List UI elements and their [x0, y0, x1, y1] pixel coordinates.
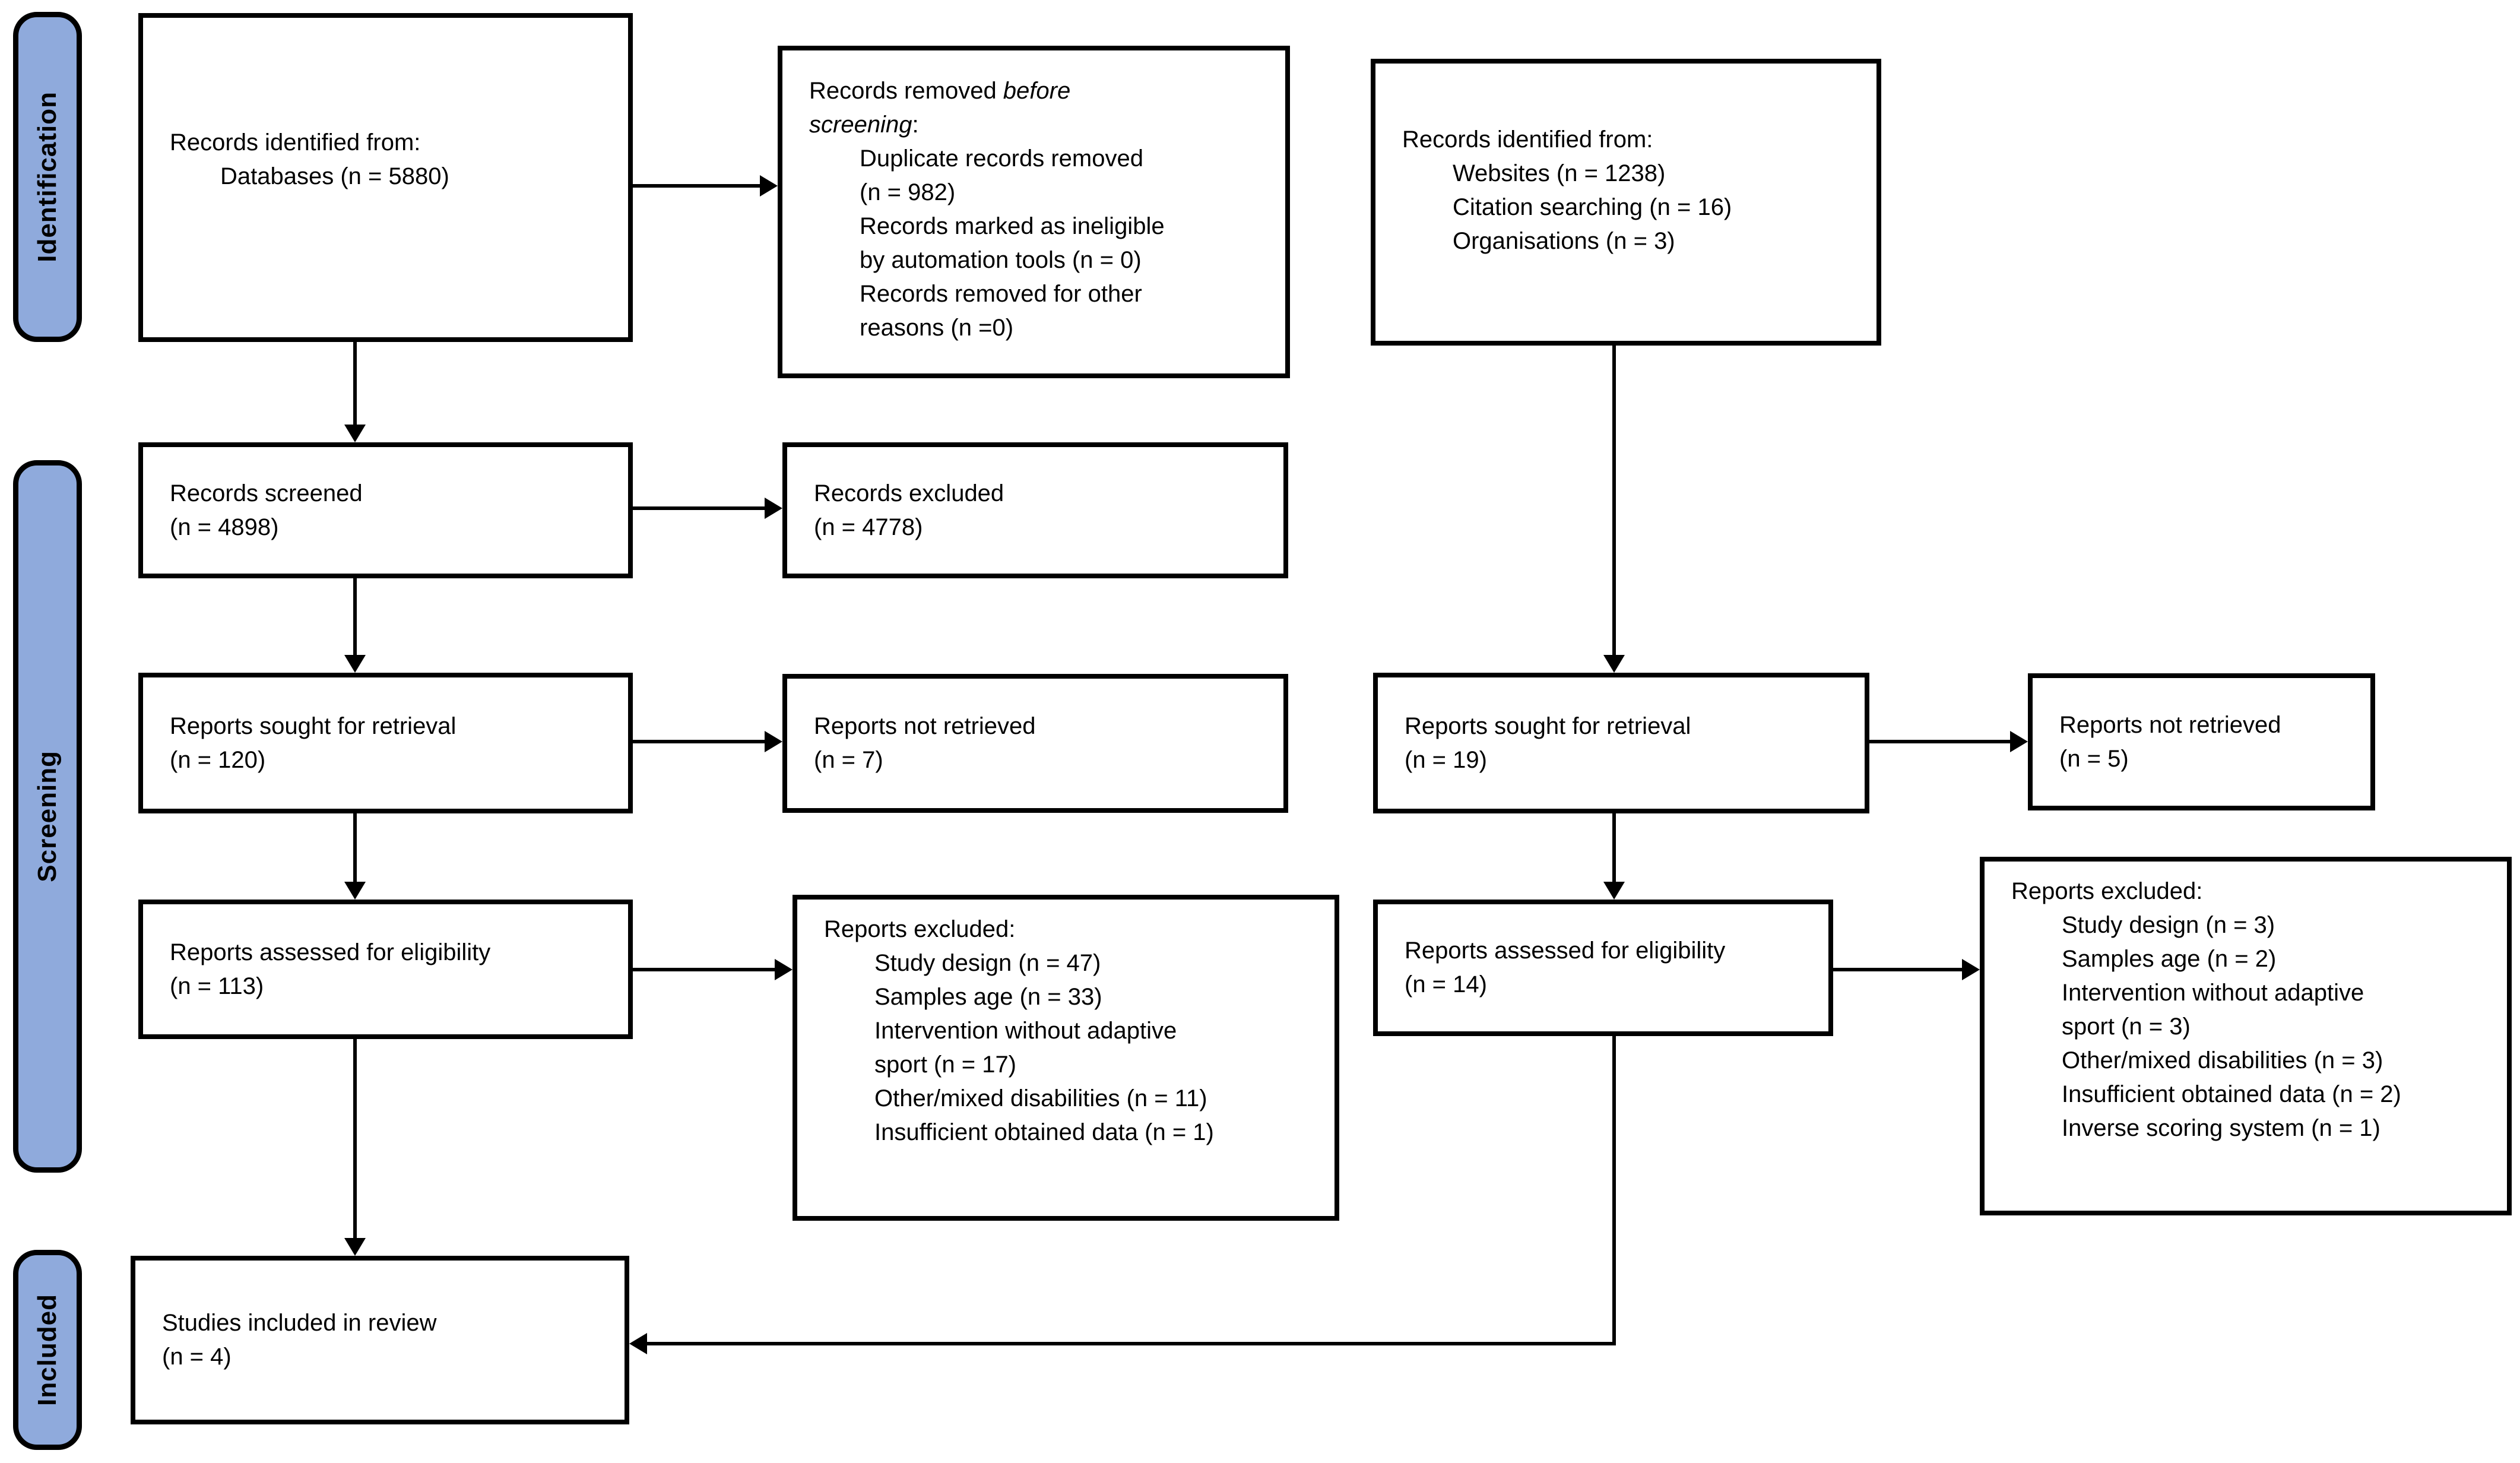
text-line: Inverse scoring system (n = 1): [2062, 1115, 2380, 1141]
text-line: Organisations (n = 3): [1453, 227, 1675, 254]
text-line: Records identified from:: [1402, 126, 1653, 153]
text-line: (n = 5): [2059, 745, 2129, 772]
text-line: Studies included in review: [162, 1310, 437, 1336]
text-line: Reports excluded:: [824, 916, 1016, 942]
text-line: Samples age (n = 33): [874, 984, 1102, 1010]
text-line: Records excluded: [814, 480, 1004, 506]
text-line: Intervention without adaptive: [874, 1018, 1177, 1044]
text-line: Reports assessed for eligibility: [170, 939, 491, 965]
text-line: by automation tools (n = 0): [860, 247, 1142, 273]
text-line: (n = 120): [170, 746, 266, 773]
text-line: (n = 14): [1405, 971, 1487, 998]
box-reports-not-retrieved-other: Reports not retrieved (n = 5): [2028, 673, 2375, 810]
text-line: Other/mixed disabilities (n = 3): [2062, 1047, 2383, 1074]
text-line: Reports not retrieved: [814, 713, 1036, 739]
stage-included: Included: [13, 1250, 82, 1450]
text-line: (n = 113): [170, 973, 264, 999]
box-records-removed-before-screening: Records removed before screening: Duplic…: [778, 46, 1290, 378]
text-line: Study design (n = 3): [2062, 912, 2275, 938]
box-records-screened: Records screened (n = 4898): [138, 442, 633, 578]
text-line: Records removed before: [809, 78, 1071, 104]
box-reports-sought-other: Reports sought for retrieval (n = 19): [1373, 673, 1869, 813]
stage-label: Included: [33, 1294, 62, 1406]
box-reports-excluded-other: Reports excluded: Study design (n = 3) S…: [1980, 857, 2512, 1215]
box-reports-not-retrieved-databases: Reports not retrieved (n = 7): [782, 674, 1288, 813]
box-reports-sought-databases: Reports sought for retrieval (n = 120): [138, 673, 633, 813]
text-line: Records marked as ineligible: [860, 213, 1165, 239]
text-line: Reports not retrieved: [2059, 711, 2281, 738]
text-line: Reports assessed for eligibility: [1405, 938, 1726, 964]
text-line: Reports sought for retrieval: [170, 712, 457, 739]
text-line: Other/mixed disabilities (n = 11): [874, 1085, 1207, 1112]
text-line: Samples age (n = 2): [2062, 946, 2277, 972]
text-line: Citation searching (n = 16): [1453, 194, 1732, 220]
text-line: (n = 4778): [814, 514, 923, 540]
text-line: (n = 982): [860, 179, 956, 205]
text-line: Insufficient obtained data (n = 2): [2062, 1081, 2401, 1107]
box-records-excluded: Records excluded (n = 4778): [782, 442, 1288, 578]
text-line: (n = 4): [162, 1344, 232, 1370]
stage-label: Identification: [33, 91, 62, 262]
text-line: Intervention without adaptive: [2062, 980, 2364, 1006]
box-reports-excluded-databases: Reports excluded: Study design (n = 47) …: [793, 895, 1339, 1221]
text-line: Records removed for other: [860, 281, 1142, 307]
text-line: (n = 7): [814, 747, 883, 773]
text-line: reasons (n =0): [860, 315, 1014, 341]
text-line: screening:: [809, 112, 919, 138]
box-records-identified-other-sources: Records identified from: Websites (n = 1…: [1371, 59, 1881, 346]
text-line: Reports sought for retrieval: [1405, 712, 1691, 739]
text-line: sport (n = 3): [2062, 1014, 2191, 1040]
text-line: Insufficient obtained data (n = 1): [874, 1119, 1214, 1145]
text-line: Study design (n = 47): [874, 950, 1101, 976]
text-line: (n = 19): [1405, 746, 1487, 773]
box-records-identified-databases: Records identified from: Databases (n = …: [138, 13, 633, 342]
text-line: Records identified from:: [170, 129, 421, 156]
box-reports-assessed-databases: Reports assessed for eligibility (n = 11…: [138, 900, 633, 1039]
text-line: Records screened: [170, 480, 363, 506]
stage-label: Screening: [33, 750, 62, 882]
stage-screening: Screening: [13, 460, 82, 1173]
stage-identification: Identification: [13, 12, 82, 342]
text-line: Databases (n = 5880): [220, 163, 449, 189]
text-line: sport (n = 17): [874, 1052, 1017, 1078]
text-line: Duplicate records removed: [860, 145, 1143, 172]
text-line: Reports excluded:: [2011, 878, 2203, 904]
text-line: Websites (n = 1238): [1453, 160, 1666, 186]
text-line: (n = 4898): [170, 514, 279, 540]
box-reports-assessed-other: Reports assessed for eligibility (n = 14…: [1373, 900, 1833, 1036]
box-studies-included: Studies included in review (n = 4): [131, 1256, 629, 1424]
